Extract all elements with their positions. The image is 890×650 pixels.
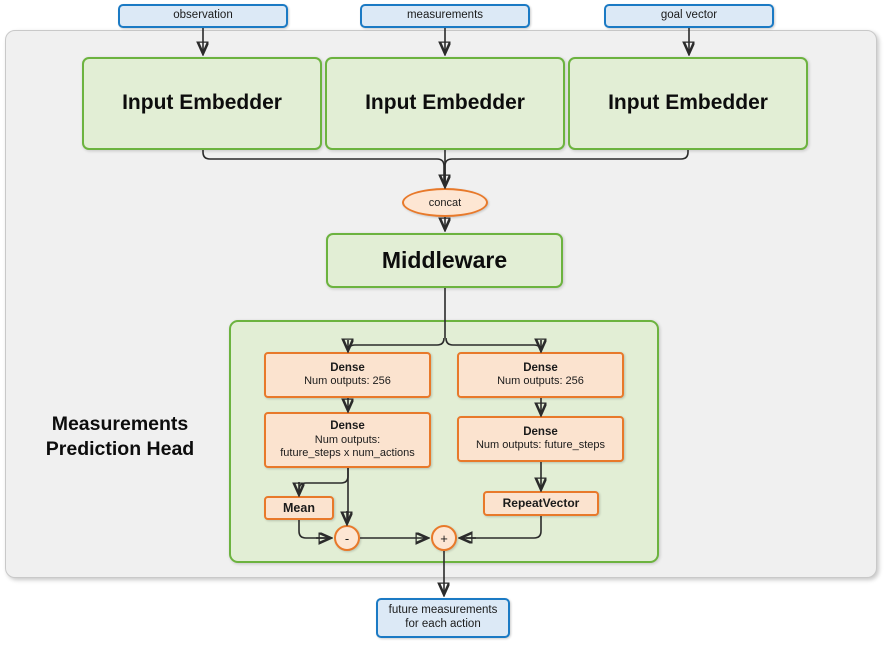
dense-title: Dense: [523, 425, 558, 438]
head-label-line2: Prediction Head: [45, 437, 195, 460]
repeat-vector-box[interactable]: RepeatVector: [483, 491, 599, 516]
input-box-observation[interactable]: observation: [118, 4, 288, 28]
mean-label: Mean: [283, 500, 315, 515]
dense-subtitle: Num outputs: 256: [497, 375, 584, 388]
input-embedder-label: Input Embedder: [365, 91, 525, 115]
input-embedder-2[interactable]: Input Embedder: [325, 57, 565, 150]
head-label-line1: Measurements: [51, 413, 189, 435]
subtract-label: -: [344, 530, 350, 546]
measurements-prediction-head-label: Measurements Prediction Head: [22, 412, 218, 462]
input-embedder-label: Input Embedder: [122, 91, 282, 115]
output-label-line2: for each action: [405, 618, 481, 630]
repeat-vector-label: RepeatVector: [502, 496, 580, 511]
output-box-future-measurements[interactable]: future measurements for each action: [376, 598, 510, 638]
add-operator[interactable]: +: [431, 525, 457, 551]
input-label: measurements: [406, 9, 484, 22]
concat-label: concat: [428, 196, 462, 209]
dense-right-2[interactable]: Dense Num outputs: future_steps: [457, 416, 624, 462]
input-label: observation: [173, 9, 233, 22]
dense-right-1[interactable]: Dense Num outputs: 256: [457, 352, 624, 398]
input-label: goal vector: [660, 9, 718, 22]
dense-left-1[interactable]: Dense Num outputs: 256: [264, 352, 431, 398]
dense-left-2[interactable]: Dense Num outputs: future_steps x num_ac…: [264, 412, 431, 468]
input-embedder-label: Input Embedder: [608, 91, 768, 115]
add-label: +: [440, 530, 448, 546]
input-box-goal-vector[interactable]: goal vector: [604, 4, 774, 28]
dense-subtitle: Num outputs: future_steps: [475, 439, 605, 452]
middleware-box[interactable]: Middleware: [326, 233, 563, 288]
dense-title: Dense: [330, 361, 365, 374]
middleware-label: Middleware: [381, 246, 508, 273]
dense-title: Dense: [330, 420, 365, 433]
subtract-operator[interactable]: -: [334, 525, 360, 551]
dense-subtitle: Num outputs: 256: [304, 375, 391, 388]
dense-subtitle-2: future_steps x num_actions: [280, 446, 415, 459]
input-box-measurements[interactable]: measurements: [360, 4, 530, 28]
dense-title: Dense: [523, 361, 558, 374]
input-embedder-1[interactable]: Input Embedder: [82, 57, 322, 150]
input-embedder-3[interactable]: Input Embedder: [568, 57, 808, 150]
dense-subtitle-1: Num outputs:: [314, 433, 381, 446]
output-label-line1: future measurements: [388, 604, 498, 617]
concat-node[interactable]: concat: [402, 188, 488, 217]
mean-box[interactable]: Mean: [264, 496, 334, 520]
